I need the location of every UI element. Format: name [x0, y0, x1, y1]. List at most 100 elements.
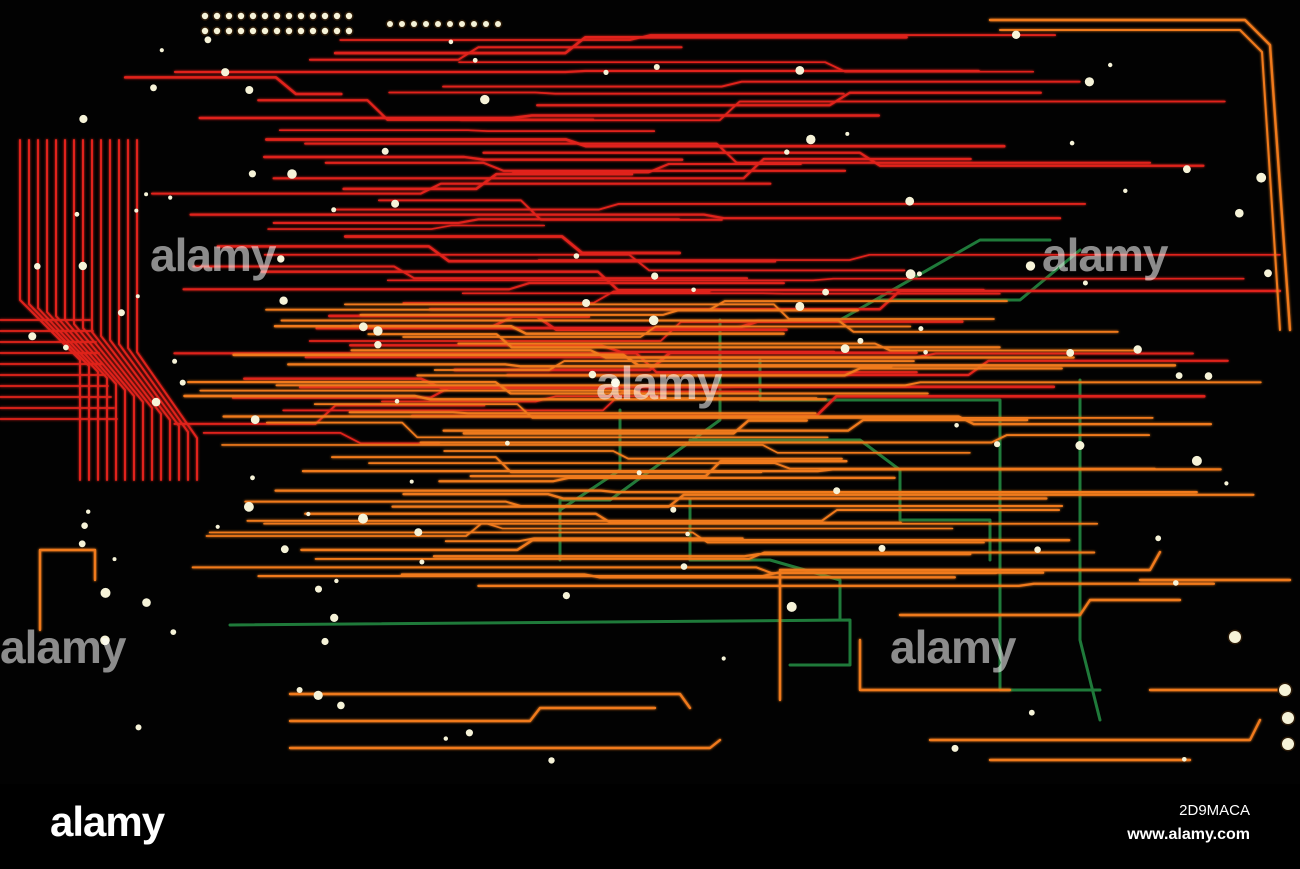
- solder-pad: [1183, 165, 1191, 174]
- orange-trace: [263, 522, 954, 530]
- solder-pad: [78, 261, 88, 271]
- solder-pad: [423, 21, 429, 27]
- solder-pad: [685, 531, 690, 537]
- solder-pad: [358, 322, 368, 332]
- orange-bus-trace: [778, 550, 1162, 702]
- solder-pad: [330, 613, 339, 623]
- solder-pad: [409, 479, 414, 484]
- solder-pad: [495, 21, 501, 27]
- solder-pad: [201, 12, 209, 20]
- solder-pad: [994, 441, 1001, 448]
- solder-pad: [179, 379, 186, 386]
- solder-pad: [795, 301, 805, 311]
- solder-pad: [213, 27, 221, 35]
- orange-bus-trace: [288, 738, 722, 750]
- orange-trace: [301, 468, 1222, 473]
- solder-pad: [680, 563, 688, 570]
- solder-pad: [691, 287, 696, 293]
- solder-pad: [225, 12, 233, 20]
- red-trace: [189, 213, 1062, 220]
- red-trace: [308, 321, 847, 342]
- footer-image-id: 2D9MACA: [1179, 802, 1250, 819]
- solder-pad: [435, 21, 441, 27]
- red-fanout-trace: [64, 139, 126, 481]
- solder-pad: [313, 690, 323, 701]
- solder-pad: [279, 296, 288, 305]
- stock-footer: alamy 2D9MACA www.alamy.com: [0, 784, 1300, 869]
- red-trace: [388, 91, 845, 95]
- solder-pad: [28, 332, 37, 341]
- solder-pad: [1224, 481, 1229, 486]
- circuit-board-photo: [0, 11, 1296, 764]
- solder-pad: [373, 326, 383, 336]
- solder-pad: [297, 12, 305, 20]
- solder-pad: [651, 272, 659, 280]
- orange-trace: [257, 571, 1045, 578]
- red-trace: [278, 129, 656, 132]
- orange-trace: [367, 333, 1001, 349]
- footer-site-link[interactable]: www.alamy.com: [1127, 826, 1250, 843]
- orange-trace: [402, 492, 1048, 500]
- orange-trace: [442, 418, 1029, 432]
- solder-pad: [1155, 535, 1162, 542]
- solder-pad: [358, 513, 368, 524]
- red-fanout-trace: [136, 139, 198, 481]
- solder-pad: [345, 27, 353, 35]
- solder-pad: [505, 440, 510, 446]
- solder-pad: [250, 415, 260, 425]
- solder-pad: [1191, 455, 1202, 466]
- solder-pad: [345, 12, 353, 20]
- red-trace: [173, 404, 486, 425]
- solder-pad: [1069, 140, 1075, 146]
- orange-trace: [419, 434, 1151, 444]
- red-fanout-trace: [118, 139, 180, 481]
- solder-pad: [1075, 441, 1085, 450]
- orange-trace: [187, 381, 929, 395]
- solder-pad: [419, 559, 425, 565]
- solder-pad: [588, 370, 597, 379]
- solder-pad: [562, 592, 571, 600]
- orange-trace: [275, 381, 1262, 387]
- solder-pad: [306, 511, 311, 517]
- solder-pad: [172, 358, 178, 364]
- solder-pad: [670, 506, 677, 513]
- solder-pad: [480, 94, 490, 105]
- red-trace: [272, 218, 681, 224]
- solder-pad: [100, 635, 110, 646]
- solder-pad: [611, 378, 620, 388]
- solder-pad: [954, 423, 959, 428]
- solder-pad: [1279, 684, 1291, 696]
- solder-pad: [112, 557, 117, 562]
- orange-trace: [444, 537, 744, 543]
- solder-pad: [721, 656, 726, 661]
- footer-logo: alamy: [50, 798, 165, 845]
- solder-pad: [150, 84, 157, 92]
- orange-trace: [443, 450, 843, 460]
- solder-pad: [857, 337, 864, 344]
- orange-trace: [462, 419, 808, 435]
- red-trace: [231, 385, 585, 399]
- solder-pad: [459, 21, 465, 27]
- solder-pad: [636, 470, 642, 476]
- red-trace: [267, 224, 546, 230]
- solder-pad: [1204, 372, 1213, 380]
- solder-pad: [249, 27, 257, 35]
- solder-pad: [840, 344, 850, 353]
- orange-trace: [313, 403, 1154, 419]
- solder-pad: [285, 12, 293, 20]
- orange-trace: [304, 512, 902, 524]
- solder-pad: [285, 27, 293, 35]
- orange-trace: [438, 476, 896, 483]
- solder-pad: [81, 522, 88, 529]
- orange-trace: [402, 325, 912, 338]
- solder-pad: [399, 21, 405, 27]
- red-trace: [512, 162, 802, 174]
- red-trace: [173, 352, 918, 374]
- solder-pad: [483, 21, 489, 27]
- solder-pad: [472, 57, 478, 63]
- red-trace: [308, 46, 683, 61]
- solder-pad: [321, 12, 329, 20]
- red-trace: [459, 100, 1226, 122]
- red-trace: [537, 253, 1281, 261]
- solder-pads: [28, 11, 1296, 764]
